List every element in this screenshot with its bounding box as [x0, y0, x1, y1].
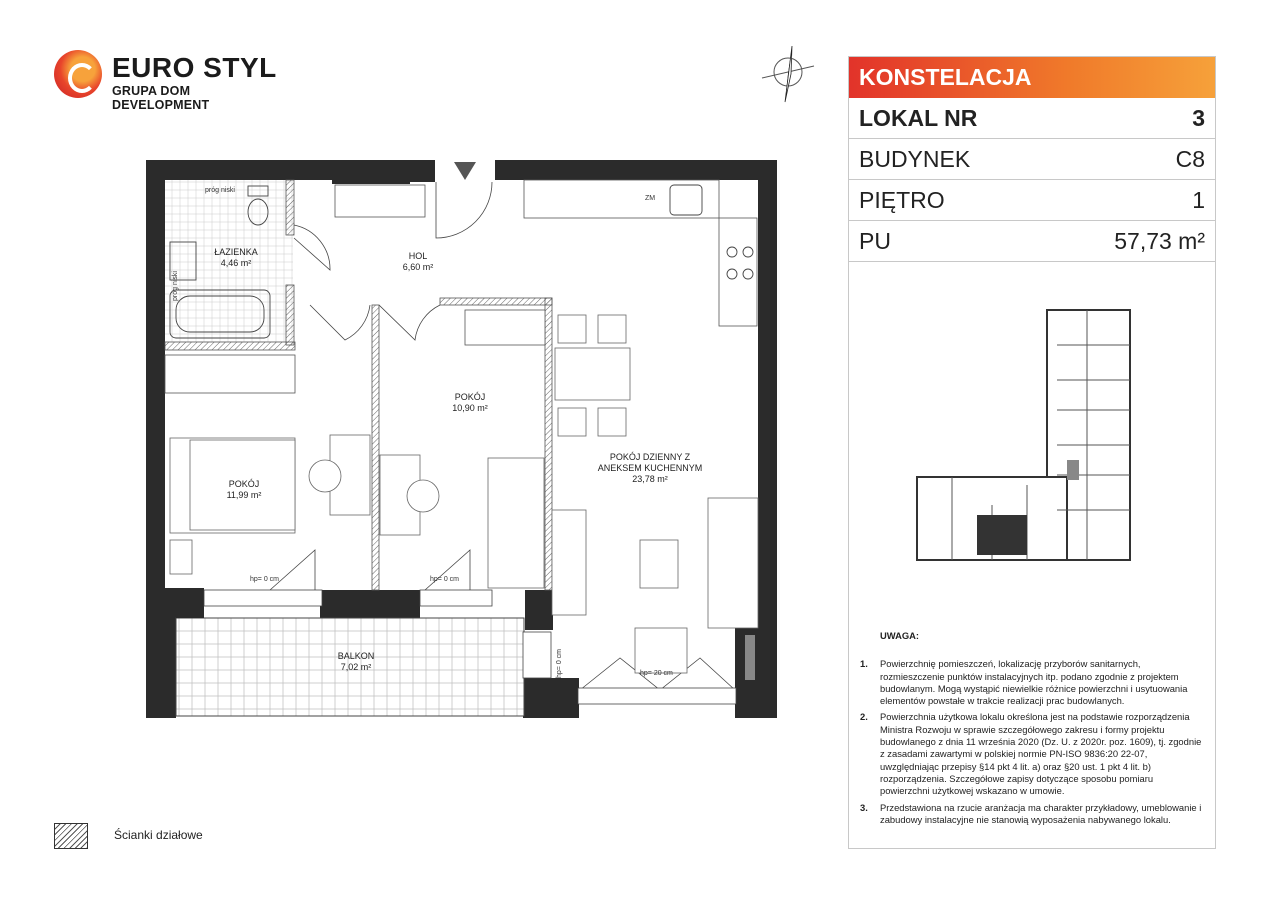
note-number: 3.: [860, 801, 868, 813]
floor-plan: [146, 160, 777, 718]
threshold-label-2: próg niski: [172, 271, 179, 301]
row-label: PIĘTRO: [859, 186, 945, 213]
balcony-label: BALKON 7,02 m²: [326, 651, 386, 673]
door-height-label-3: hp= 0 cm: [556, 649, 563, 678]
living-name: POKÓJ DZIENNY Z ANEKSEM KUCHENNYM: [597, 452, 703, 473]
door-height-label-1: hp= 0 cm: [250, 576, 279, 583]
room2-area: 11,99 m²: [226, 490, 262, 500]
door-height-label-2: hp= 0 cm: [430, 576, 459, 583]
area-row: PU 57,73 m²: [849, 221, 1215, 262]
door-height-label-4: hp= 20 cm: [640, 670, 673, 677]
note-text: Powierzchnia użytkowa lokalu określona j…: [880, 711, 1202, 797]
row-label: BUDYNEK: [859, 145, 971, 172]
hall-name: HOL: [408, 251, 428, 261]
note-item: 1. Powierzchnię pomieszczeń, lokalizację…: [860, 658, 1205, 707]
partition-hatch-icon: [54, 823, 88, 849]
note-item: 3. Przedstawiona na rzucie aranżacja ma …: [860, 802, 1205, 827]
bathroom-area: 4,46 m²: [220, 258, 252, 268]
logo-group: GRUPA DOM DEVELOPMENT: [112, 84, 210, 112]
notes-section: UWAGA: 1. Powierzchnię pomieszczeń, loka…: [860, 630, 1205, 830]
room1-label: POKÓJ 10,90 m²: [440, 392, 500, 414]
bathroom-name: ŁAZIENKA: [214, 247, 258, 257]
balcony-area: 7,02 m²: [340, 662, 372, 672]
hall-area: 6,60 m²: [402, 262, 434, 272]
building-row: BUDYNEK C8: [849, 139, 1215, 180]
bathroom-label: ŁAZIENKA 4,46 m²: [206, 247, 266, 269]
project-title: KONSTELACJA: [849, 57, 1215, 98]
legend-label: Ścianki działowe: [114, 828, 203, 842]
living-area: 23,78 m²: [632, 474, 668, 484]
note-number: 1.: [860, 658, 868, 670]
building-key-plan: [916, 309, 1131, 561]
row-value: 57,73 m²: [1114, 227, 1205, 254]
balcony-name: BALKON: [337, 651, 375, 661]
notes-title: UWAGA:: [880, 630, 920, 641]
note-item: 2. Powierzchnia użytkowa lokalu określon…: [860, 711, 1205, 797]
meter-label: ZM: [645, 195, 656, 202]
threshold-label: próg niski: [205, 187, 235, 194]
logo: EURO STYL GRUPA DOM DEVELOPMENT: [54, 50, 284, 112]
living-label: POKÓJ DZIENNY Z ANEKSEM KUCHENNYM 23,78 …: [595, 452, 705, 485]
info-panel: KONSTELACJA LOKAL NR 3 BUDYNEK C8 PIĘTRO…: [848, 56, 1216, 849]
row-value: C8: [1175, 145, 1205, 172]
row-value: 3: [1192, 104, 1205, 131]
note-text: Powierzchnię pomieszczeń, lokalizację pr…: [880, 658, 1188, 707]
room1-name: POKÓJ: [454, 392, 486, 402]
logo-brand: EURO STYL: [112, 52, 277, 83]
room2-name: POKÓJ: [228, 479, 260, 489]
eurostyl-logo-icon: [54, 50, 102, 98]
note-number: 2.: [860, 711, 868, 723]
compass-icon: [761, 45, 815, 103]
hall-label: HOL 6,60 m²: [388, 251, 448, 273]
note-text: Przedstawiona na rzucie aranżacja ma cha…: [880, 801, 1202, 825]
unit-number-row: LOKAL NR 3: [849, 98, 1215, 139]
unit-highlight: [977, 515, 1027, 555]
row-value: 1: [1192, 186, 1205, 213]
room1-area: 10,90 m²: [452, 403, 488, 413]
row-label: LOKAL NR: [859, 104, 978, 131]
room2-label: POKÓJ 11,99 m²: [214, 479, 274, 501]
row-label: PU: [859, 227, 891, 254]
floor-row: PIĘTRO 1: [849, 180, 1215, 221]
